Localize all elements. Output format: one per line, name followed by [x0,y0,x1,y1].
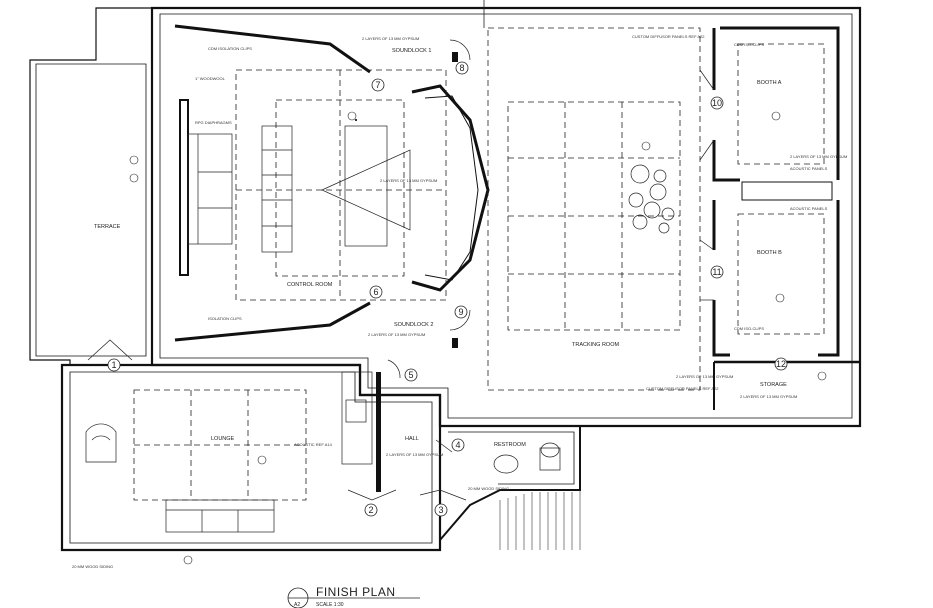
plan-scale: SCALE 1:30 [316,602,344,608]
lounge-label: LOUNGE [211,436,235,442]
terrace-label: TERRACE [94,224,121,230]
lounge: LOUNGE 20 MM WOOD SIDING ACOUSTIC REF A1… [72,389,333,569]
note-gypsum-top: 2 LAYERS OF 13 MM GYPSUM [362,36,419,41]
title-block: FINISH PLAN A2 SCALE 1:30 [287,585,420,608]
restroom-label: RESTROOM [494,442,526,448]
plan-title: FINISH PLAN [316,585,396,599]
soundlock-1-label: SOUNDLOCK 1 [392,48,431,54]
note-wood-siding-rest: 20 MM WOOD SIDING [468,486,509,491]
note-isolation-top: CDM ISOLATION CLIPS [208,46,252,51]
door-tag-7: 7 [375,80,380,90]
note-booth-b-panels: ACOUSTIC PANELS [790,206,828,211]
note-wood-siding-lounge: 20 MM WOOD SIDING [72,564,113,569]
note-booth-a-panels: ACOUSTIC PANELS [790,166,828,171]
note-woodwool: 1" WOODWOOL [195,76,226,81]
note-acoustic-ref: ACOUSTIC REF A14 [294,442,333,447]
soundlocks: SOUNDLOCK 1 SOUNDLOCK 2 2 LAYERS OF 13 M… [362,36,471,348]
door-tags: 1 2 3 4 5 6 7 8 9 10 11 12 [107,61,788,517]
note-isolation-bottom: ISOLATION CLIPS [208,316,242,321]
door-tag-2: 2 [368,505,373,515]
door-tag-1: 1 [111,360,116,370]
door-swings [87,339,467,501]
note-gypsum-center: 2 LAYERS OF 13 MM GYPSUM [380,178,437,183]
note-diffusor-bottom: CUSTOM DIFFUSOR PANELS REF A22 [646,386,719,391]
note-gypsum-lower-right: 2 LAYERS OF 13 MM GYPSUM [676,374,733,379]
terrace: TERRACE [94,224,121,230]
door-tag-5: 5 [408,370,413,380]
sheet-number: A2 [294,602,300,608]
booth-a-label: BOOTH A [757,80,782,86]
control-room: CONTROL ROOM 2 LAYERS OF 13 MM GYPSUM 1"… [174,24,490,342]
outer-walls [29,0,862,552]
door-tag-3: 3 [438,505,443,515]
note-gypsum-booth: 2 LAYERS OF 13 MM GYPSUM [790,154,847,159]
note-gypsum-hall: 2 LAYERS OF 13 MM GYPSUM [386,452,443,457]
door-tag-4: 4 [455,440,460,450]
door-tag-11: 11 [712,267,721,277]
note-gypsum-bottom: 2 LAYERS OF 13 MM GYPSUM [368,332,425,337]
door-tag-10: 10 [712,98,722,108]
booths: BOOTH A BOOTH B CDM ISO-CLIPS CDM ISO-CL… [699,26,847,357]
note-booth-b: CDM ISO-CLIPS [734,326,764,331]
door-tag-8: 8 [459,63,464,73]
storage: STORAGE 2 LAYERS OF 13 MM GYPSUM [713,360,860,410]
restroom: RESTROOM 20 MM WOOD SIDING [468,442,561,491]
note-booth-a: CDM ISO-CLIPS [734,42,764,47]
elevation-markers [129,111,827,565]
door-tag-12: 12 [776,359,786,369]
soundlock-2-label: SOUNDLOCK 2 [394,322,433,328]
control-room-label: CONTROL ROOM [287,282,333,288]
note-absorber: RPG DIAPHRAGMS [195,120,232,125]
storage-label: STORAGE [760,382,787,388]
hall: HALL 2 LAYERS OF 13 MM GYPSUM [341,371,443,492]
tracking-room-label: TRACKING ROOM [572,342,619,348]
note-diffusor-top: CUSTOM DIFFUSOR PANELS REF A22 [632,34,705,39]
booth-b-label: BOOTH B [757,250,782,256]
tracking-room: TRACKING ROOM CUSTOM DIFFUSOR PANELS REF… [487,27,733,391]
door-tag-6: 6 [373,287,378,297]
door-tag-9: 9 [458,307,463,317]
hall-label: HALL [405,436,419,442]
note-gypsum-storage: 2 LAYERS OF 13 MM GYPSUM [740,394,797,399]
